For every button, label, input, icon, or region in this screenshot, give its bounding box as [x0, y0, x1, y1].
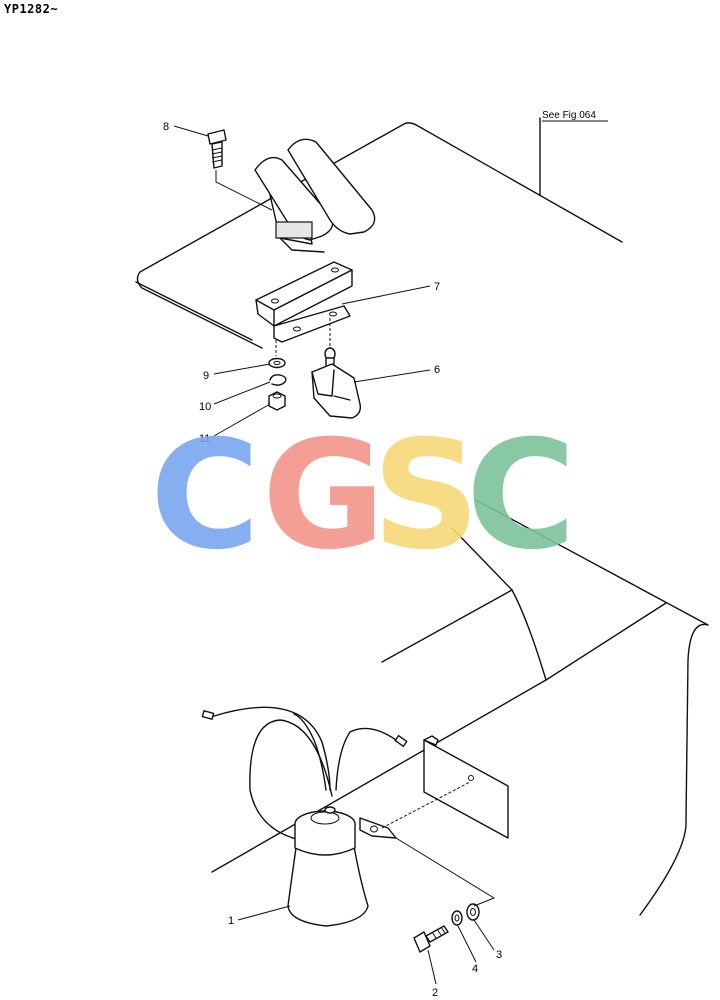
- bolt-2: [413, 925, 449, 953]
- leader-lines: [173, 125, 495, 985]
- callout-10: 10: [199, 401, 211, 413]
- watermark-letter-c2: C: [466, 409, 576, 583]
- callout-7: 7: [434, 281, 440, 293]
- bolt-8: [207, 129, 273, 211]
- reference-label: See Fig 064: [542, 110, 596, 121]
- watermark-letter-c1: C: [150, 409, 260, 583]
- reference-note: See Fig 064: [542, 110, 608, 122]
- callout-6: 6: [434, 364, 440, 376]
- washer-3: [466, 903, 480, 921]
- watermark-letter-s: S: [372, 409, 480, 583]
- callout-2: 2: [432, 987, 438, 999]
- nut-11: [268, 391, 286, 411]
- figure-code: YP1282~: [4, 2, 59, 16]
- callout-1: 1: [228, 915, 234, 927]
- mounting-plate: [423, 735, 509, 839]
- bracket-7: [255, 261, 353, 356]
- lower-frame: [211, 499, 709, 916]
- horn-wiring: [201, 706, 408, 841]
- horn-1: [287, 781, 471, 927]
- watermark-letter-g: G: [262, 409, 385, 583]
- assembly-guide-line: [395, 837, 496, 907]
- lock-washer-10: [269, 374, 287, 386]
- lock-washer-4: [451, 910, 463, 926]
- switch-6: [311, 347, 362, 419]
- callout-numbers: 1 2 3 4 6 7 8 9 10 11: [163, 121, 502, 999]
- callout-8: 8: [163, 121, 169, 133]
- callout-4: 4: [472, 963, 478, 975]
- watermark: C G S C: [150, 409, 576, 583]
- callout-3: 3: [496, 949, 502, 961]
- callout-9: 9: [203, 370, 209, 382]
- floor-plate: [135, 117, 623, 349]
- pedal-assembly: [254, 138, 376, 253]
- washer-9: [268, 357, 286, 369]
- callout-11: 11: [199, 433, 210, 445]
